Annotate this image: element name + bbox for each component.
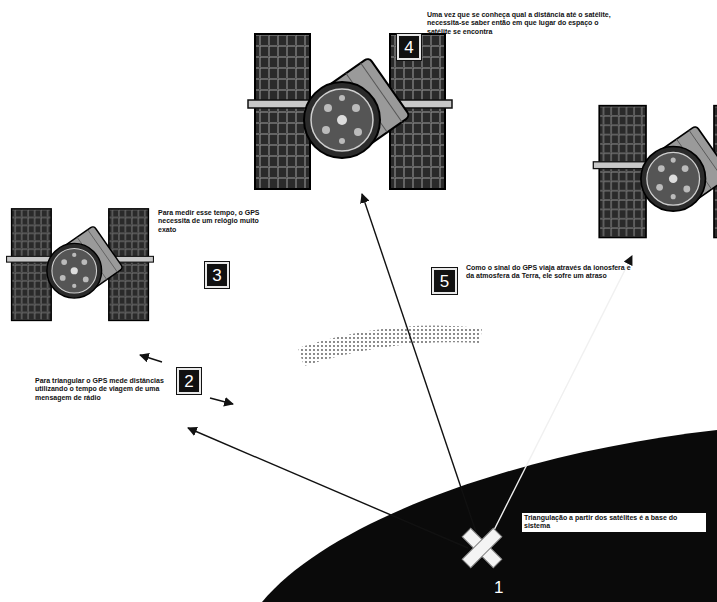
signal-arrow [362,194,478,538]
callout-number: 3 [205,262,229,288]
caption-note: Para triangular o GPS mede distâncias ut… [35,377,170,402]
ionosphere [298,326,482,367]
small-arrow [140,355,162,362]
callout-text: 2 [184,373,193,390]
callout-number: 5 [432,268,457,294]
caption-note: Para medir esse tempo, o GPS necessita d… [158,209,276,234]
satellite [248,34,452,189]
caption-note: Uma vez que se conheça qual a distância … [427,11,617,36]
callout-number: 1 [494,578,514,598]
callout-text: 5 [440,273,449,290]
signal-arrow [188,428,468,548]
satellite [593,106,717,238]
callout-text: 3 [212,267,221,284]
callout-text: 4 [404,39,413,56]
satellite [7,209,154,321]
receiver-cross [451,517,513,579]
small-arrow [210,398,233,404]
callout-number: 4 [397,34,421,60]
callout-number: 2 [177,368,201,394]
caption-note: Como o sinal do GPS viaja através da ion… [466,264,631,281]
caption-note: Triangulação a partir dos satélites é a … [522,513,706,532]
earth [262,430,717,602]
signal-arrow [490,256,632,538]
